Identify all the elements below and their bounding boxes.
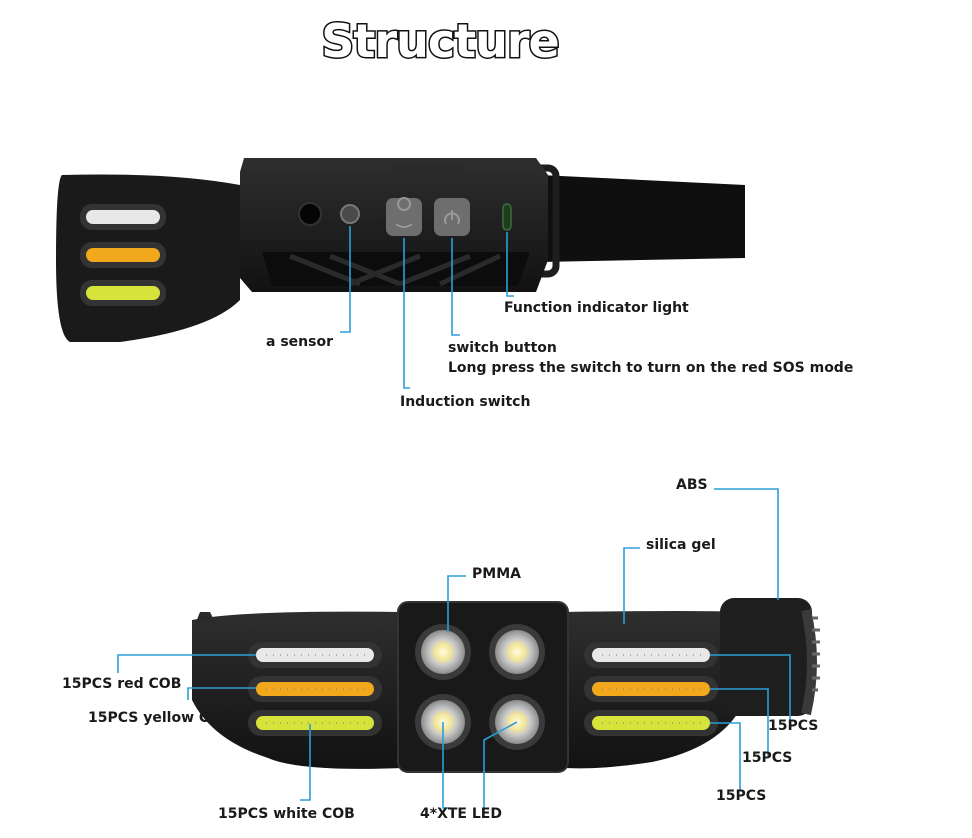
- label-yellow-cob: 15PCS yellow COB: [88, 710, 232, 726]
- abs-end-cap: [720, 598, 812, 716]
- function-indicator-light: [503, 204, 511, 230]
- label-15pcs-1: 15PCS: [768, 718, 818, 734]
- label-15pcs-2: 15PCS: [742, 750, 792, 766]
- label-induction-switch: Induction switch: [400, 394, 530, 410]
- label-switch-button: switch button: [448, 340, 557, 356]
- label-silica-gel: silica gel: [646, 537, 716, 553]
- label-function-indicator-light: Function indicator light: [504, 300, 689, 316]
- label-15pcs-3: 15PCS: [716, 788, 766, 804]
- label-sos-note: Long press the switch to turn on the red…: [448, 360, 853, 376]
- bottom-headlamp: [192, 598, 820, 772]
- label-a-sensor: a sensor: [266, 334, 333, 350]
- label-abs: ABS: [676, 477, 708, 493]
- induction-switch-button: [386, 198, 422, 236]
- label-pmma: PMMA: [472, 566, 521, 582]
- label-red-cob: 15PCS red COB: [62, 676, 181, 692]
- center-led-box: [398, 602, 568, 772]
- label-white-cob: 15PCS white COB: [218, 806, 355, 822]
- label-xte-led: 4*XTE LED: [420, 806, 502, 822]
- yellow-strip: [86, 248, 160, 262]
- lime-strip: [86, 286, 160, 300]
- white-strip: [86, 210, 160, 224]
- sensor-lens: [341, 205, 359, 223]
- headband-strap: [540, 175, 745, 262]
- port-hole: [299, 203, 321, 225]
